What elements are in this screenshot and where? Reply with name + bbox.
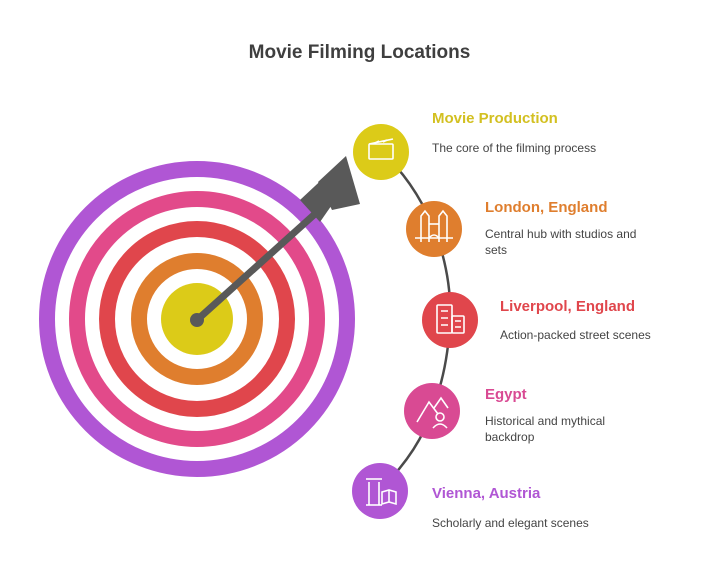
location-desc-liverpool: Action-packed street scenes (500, 328, 651, 342)
location-desc-egypt: Historical and mythical backdrop (485, 414, 606, 444)
arrow-tip (190, 313, 204, 327)
location-circle-egypt (404, 383, 460, 439)
location-circle-london (406, 201, 462, 257)
location-circle-vienna (352, 463, 408, 519)
arrow-shaft (193, 200, 330, 324)
buildings-icon (436, 304, 465, 334)
location-desc-movie-production: The core of the filming process (432, 141, 597, 155)
location-desc-london: Central hub with studios and sets (485, 227, 637, 257)
column-book-icon (366, 478, 397, 506)
location-circle-movie-production (353, 124, 409, 180)
location-title-london: London, England (485, 199, 608, 216)
target-ring-outer (39, 161, 355, 477)
arrow (190, 156, 360, 327)
location-title-movie-production: Movie Production (432, 110, 558, 127)
target-ring-3 (99, 221, 295, 417)
target-ring-2 (69, 191, 325, 447)
tower-bridge-icon (415, 209, 453, 242)
pyramid-icon (416, 396, 449, 429)
target (39, 161, 355, 477)
location-desc-vienna: Scholarly and elegant scenes (432, 516, 589, 530)
page-title: Movie Filming Locations (248, 42, 471, 63)
location-title-vienna: Vienna, Austria (432, 485, 541, 502)
arrow-fletching-2 (318, 156, 360, 210)
location-title-egypt: Egypt (485, 386, 527, 403)
target-ring-4 (131, 253, 263, 385)
location-circle-liverpool (422, 292, 478, 348)
clapperboard-icon (368, 138, 394, 160)
location-title-liverpool: Liverpool, England (500, 298, 636, 315)
